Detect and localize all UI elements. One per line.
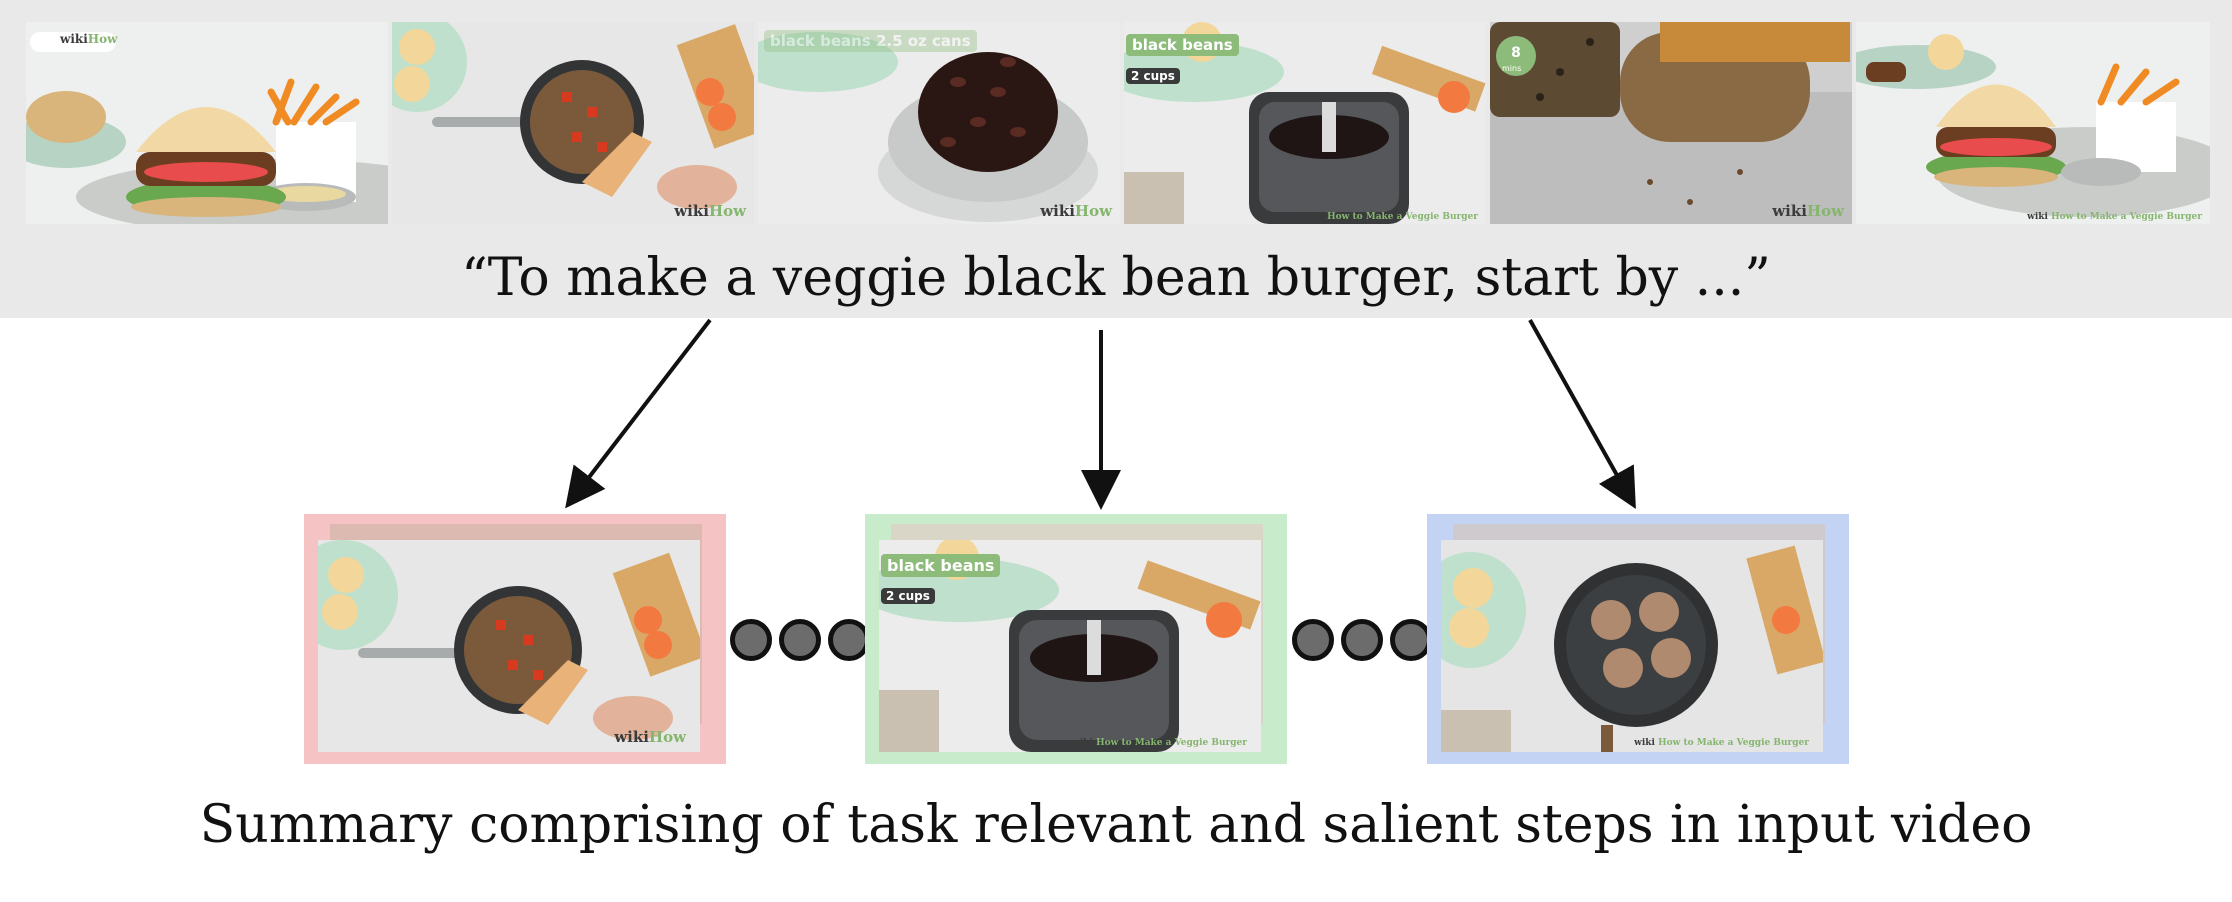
video-frame-2: wikiHow [392, 22, 754, 224]
summary-card-2-amount-label: 2 cups [881, 588, 935, 604]
pot-illustration-summary [318, 540, 700, 752]
video-frame-3: black beans 2.5 oz cans wikiHow [758, 22, 1120, 224]
arrow-to-summary-3 [1528, 319, 1636, 509]
video-frame-6: wiki How to Make a Veggie Burger [1856, 22, 2210, 224]
pot-illustration [392, 22, 754, 224]
frame3-watermark: wikiHow [1040, 202, 1112, 220]
summary-card-3-frame: wiki How to Make a Veggie Burger [1441, 540, 1823, 752]
strainer-beans-illustration [758, 22, 1120, 224]
frame6-watermark: wiki How to Make a Veggie Burger [2027, 212, 2202, 222]
ellipsis-dot [1341, 619, 1383, 661]
frame5-timer-value: 8 [1511, 45, 1521, 61]
arrow-to-summary-1 [565, 318, 712, 509]
frame4-amount-label: 2 cups [1126, 68, 1180, 84]
video-frame-1: wikiHow [26, 22, 388, 224]
summary-card-3-watermark: wiki How to Make a Veggie Burger [1634, 738, 1809, 748]
query-caption: “To make a veggie black bean burger, sta… [461, 248, 1771, 308]
wikihow-logo: wikiHow [30, 32, 118, 52]
final-burger-illustration [1856, 22, 2210, 224]
ellipsis-dots-1 [730, 616, 870, 664]
summary-card-1-frame: wikiHow [318, 540, 700, 752]
ellipsis-dot [779, 619, 821, 661]
summary-card-1: wikiHow [304, 514, 726, 764]
frame4-ingredient-label: black beans [1126, 34, 1239, 56]
ellipsis-dot [730, 619, 772, 661]
frame5-timer-badge: 8 [1496, 36, 1536, 76]
summary-card-3: wiki How to Make a Veggie Burger [1427, 514, 1849, 764]
frame3-ingredient-label: black beans 2.5 oz cans [764, 30, 977, 52]
frame2-watermark: wikiHow [674, 202, 746, 220]
frame5-timer-unit: mins [1502, 64, 1522, 73]
video-frame-4: black beans 2 cups wiki How to Make a Ve… [1124, 22, 1486, 224]
summary-card-2-watermark: wiki How to Make a Veggie Burger [1072, 738, 1247, 748]
burger-plate-illustration [26, 22, 388, 224]
ellipsis-dot [1390, 619, 1432, 661]
ellipsis-dot [828, 619, 870, 661]
frying-pan-illustration [1441, 540, 1823, 752]
ellipsis-dot [1292, 619, 1334, 661]
video-frame-5: 8 mins wikiHow [1490, 22, 1852, 224]
summary-card-2: black beans 2 cups wiki How to Make a Ve… [865, 514, 1287, 764]
frame4-watermark: wiki How to Make a Veggie Burger [1303, 212, 1478, 222]
summary-card-2-ingredient-label: black beans [881, 554, 1001, 577]
ellipsis-dots-2 [1292, 616, 1432, 664]
frame5-watermark: wikiHow [1772, 202, 1844, 220]
summary-card-2-frame: black beans 2 cups wiki How to Make a Ve… [879, 540, 1261, 752]
frame1-watermark: wikiHow [60, 32, 118, 46]
summary-caption: Summary comprising of task relevant and … [199, 795, 2033, 855]
summary-card-1-watermark: wikiHow [614, 728, 686, 746]
